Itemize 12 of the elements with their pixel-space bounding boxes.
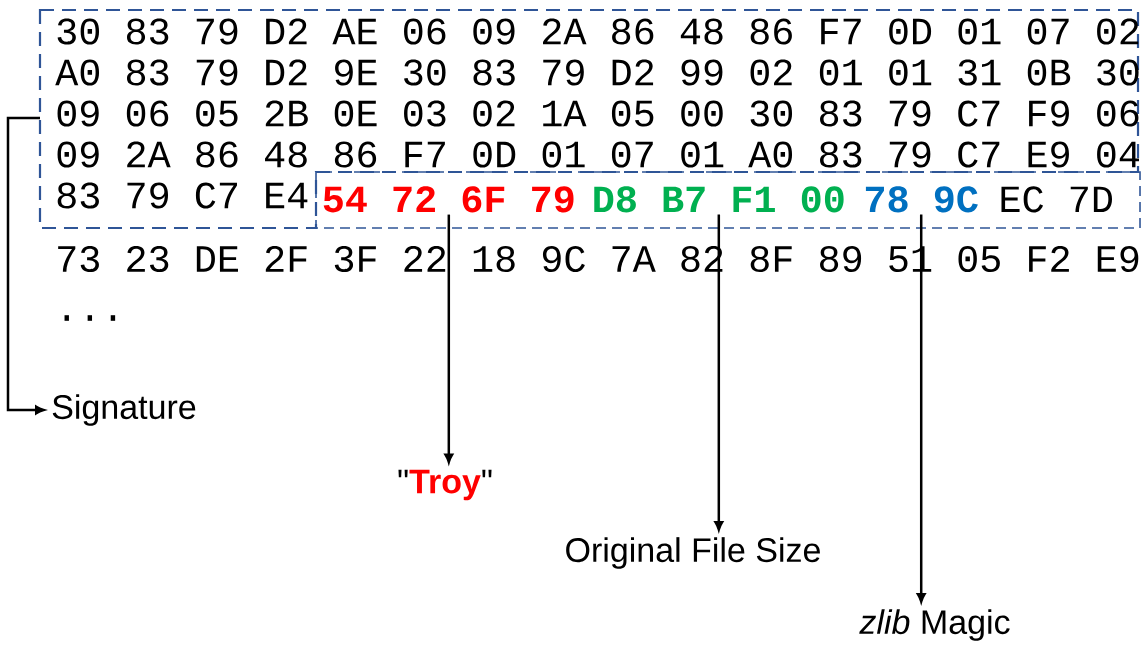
arrow	[6, 116, 45, 415]
arrow	[444, 214, 454, 464]
ellipsis: ...	[64, 315, 116, 321]
highlighted-bytes: D8 B7 F1 00	[594, 186, 844, 213]
highlighted-bytes: 54 72 6F 79	[323, 186, 574, 213]
annotation-label: zlib Magic	[859, 609, 1010, 641]
arrow	[916, 214, 926, 603]
highlighted-bytes: 78 9C	[865, 186, 978, 213]
annotation-label: "Troy"	[398, 469, 492, 501]
annotation-label: Signature	[52, 394, 196, 426]
arrow	[714, 214, 724, 531]
annotation-label: Original File Size	[566, 537, 820, 569]
